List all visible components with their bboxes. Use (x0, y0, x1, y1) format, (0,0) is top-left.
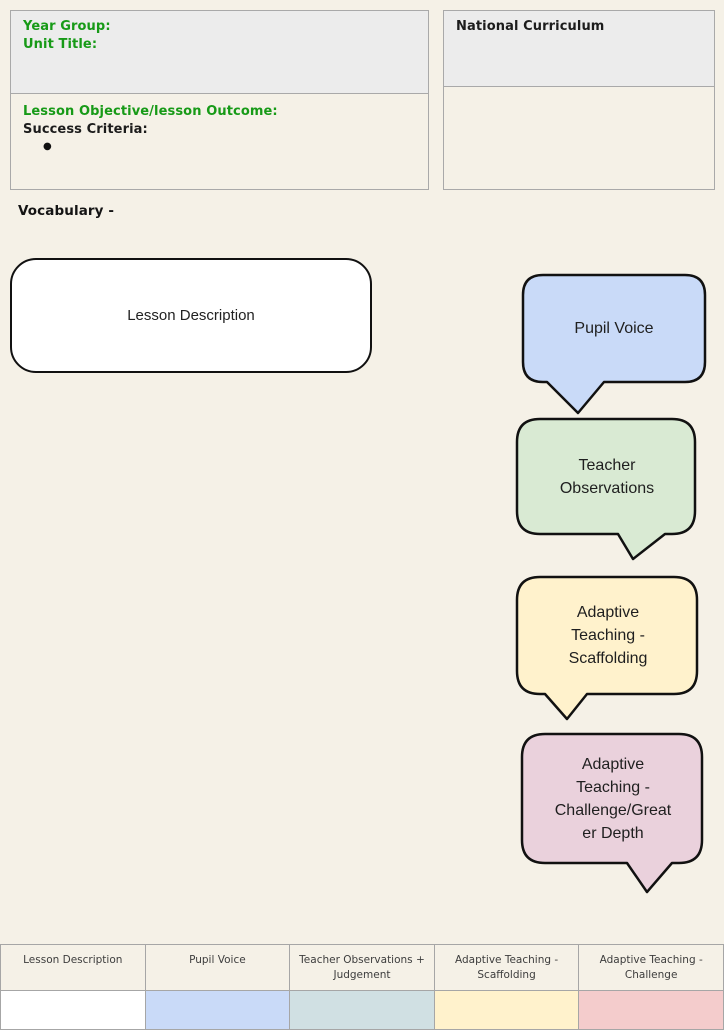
speech-bubble-shape-icon (520, 732, 704, 894)
objective-cell[interactable]: Lesson Objective/lesson Outcome: Success… (11, 94, 428, 190)
header-cell-pupil-voice[interactable]: Pupil Voice (145, 944, 291, 990)
national-curriculum-body-cell[interactable] (444, 87, 714, 190)
success-criteria-label: Success Criteria: (23, 121, 148, 137)
national-curriculum-box: National Curriculum (443, 10, 715, 190)
lesson-description-label: Lesson Description (127, 307, 255, 324)
unit-title-label: Unit Title: (23, 36, 98, 52)
adaptive-teaching-challenge-bubble[interactable]: Adaptive Teaching - Challenge/Great er D… (519, 731, 707, 897)
lesson-description-shape[interactable]: Lesson Description (10, 258, 372, 373)
speech-bubble-shape-icon (521, 273, 707, 415)
assessment-table-color-row (0, 990, 724, 1030)
national-curriculum-header-cell[interactable]: National Curriculum (444, 11, 714, 87)
color-cell-lesson-description[interactable] (0, 990, 146, 1030)
year-unit-box: Year Group: Unit Title: Lesson Objective… (10, 10, 429, 190)
color-cell-adaptive-challenge[interactable] (579, 990, 724, 1030)
assessment-table: Lesson Description Pupil Voice Teacher O… (0, 944, 724, 1030)
success-criteria-bullet: ● (43, 141, 52, 152)
header-cell-adaptive-scaffolding[interactable]: Adaptive Teaching - Scaffolding (434, 944, 580, 990)
year-unit-cell[interactable]: Year Group: Unit Title: (11, 11, 428, 94)
adaptive-teaching-scaffolding-bubble[interactable]: Adaptive Teaching - Scaffolding (514, 574, 702, 724)
header-cell-adaptive-challenge[interactable]: Adaptive Teaching - Challenge (579, 944, 724, 990)
teacher-observations-bubble[interactable]: Teacher Observations (514, 416, 700, 564)
speech-bubble-shape-icon (515, 417, 697, 561)
color-cell-pupil-voice[interactable] (145, 990, 291, 1030)
assessment-table-header-row: Lesson Description Pupil Voice Teacher O… (0, 944, 724, 990)
pupil-voice-bubble[interactable]: Pupil Voice (520, 272, 708, 418)
color-cell-adaptive-scaffolding[interactable] (434, 990, 580, 1030)
vocabulary-label: Vocabulary - (18, 203, 115, 219)
national-curriculum-label: National Curriculum (456, 19, 605, 34)
header-cell-lesson-description[interactable]: Lesson Description (0, 944, 146, 990)
lesson-objective-label: Lesson Objective/lesson Outcome: (23, 104, 278, 119)
color-cell-teacher-observations[interactable] (290, 990, 435, 1030)
year-group-label: Year Group: (23, 19, 111, 34)
speech-bubble-shape-icon (515, 575, 699, 721)
header-cell-teacher-observations[interactable]: Teacher Observations + Judgement (290, 944, 435, 990)
